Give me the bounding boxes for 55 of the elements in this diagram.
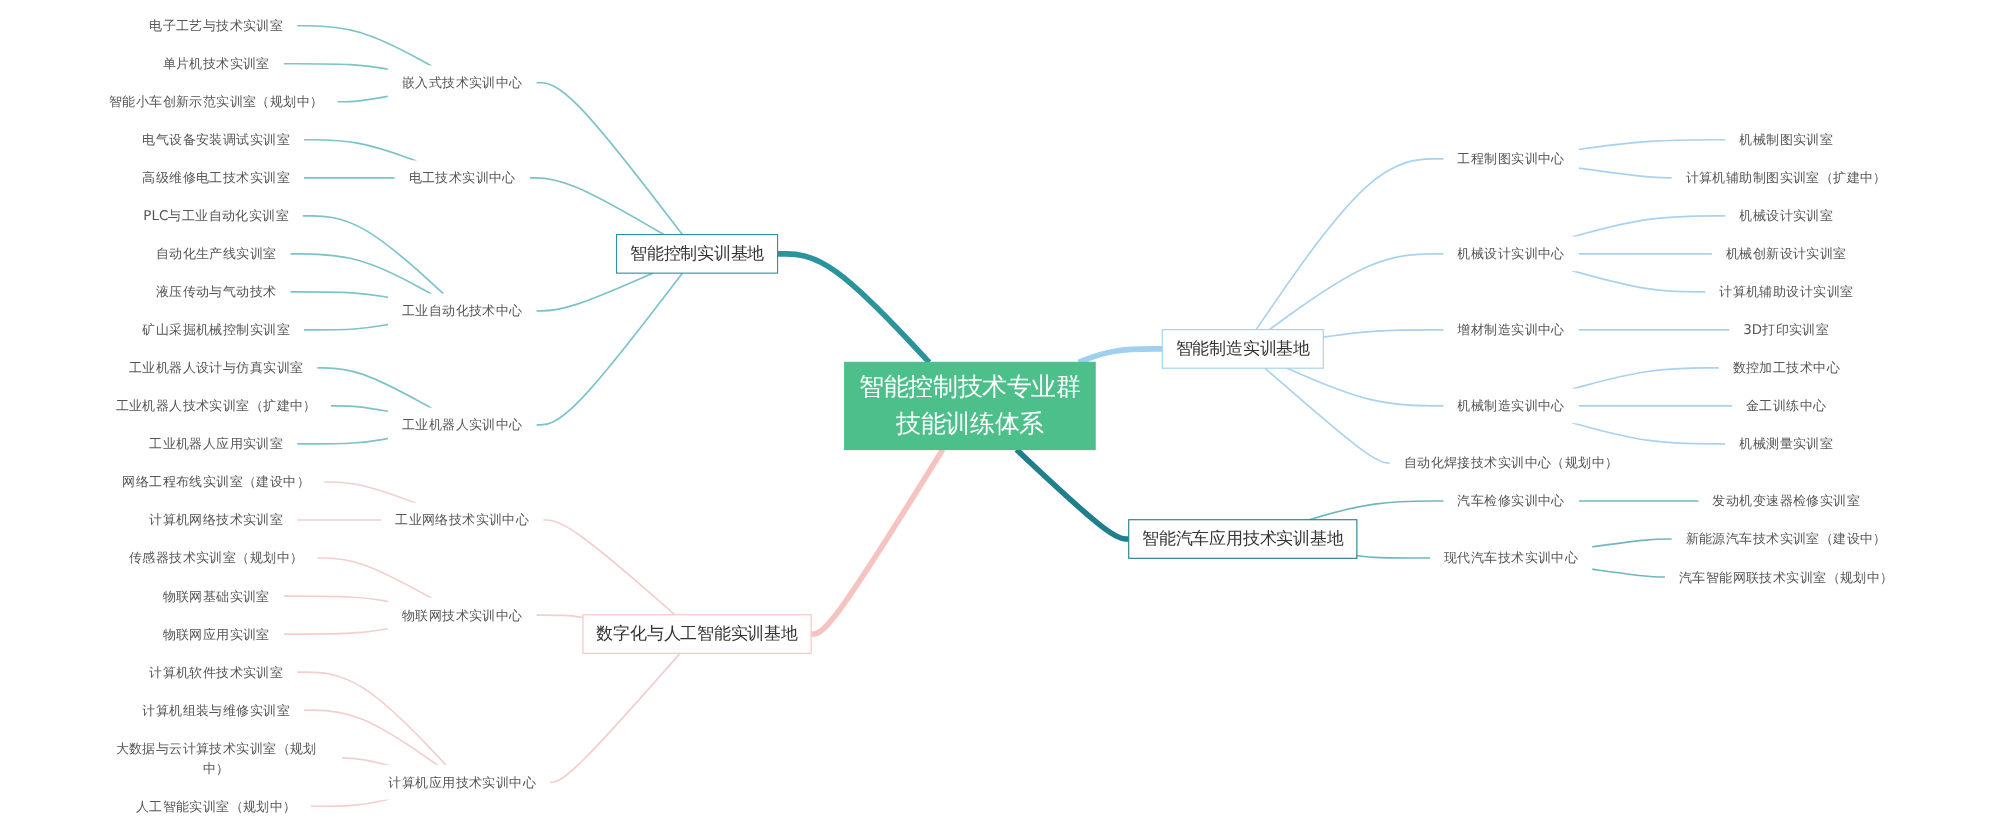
connector xyxy=(295,437,390,445)
node-box: 智能控制技术专业群技能训练体系 xyxy=(844,361,1096,451)
connector xyxy=(289,253,433,295)
node-box: 数字化与人工智能实训基地 xyxy=(582,614,812,654)
connector xyxy=(302,709,439,767)
connector xyxy=(1356,554,1432,559)
connector xyxy=(541,519,676,616)
connector xyxy=(282,627,390,635)
connector xyxy=(1264,367,1392,464)
connector xyxy=(1577,500,1700,502)
connector xyxy=(336,95,390,103)
connector xyxy=(322,481,418,505)
connector xyxy=(1308,500,1445,521)
connector xyxy=(1590,538,1674,548)
connector xyxy=(1577,138,1727,151)
connector xyxy=(1571,269,1707,293)
node-box: 智能控制实训基地 xyxy=(616,234,779,274)
connector xyxy=(1322,329,1445,339)
connector xyxy=(777,251,932,365)
connector xyxy=(535,614,584,619)
connector xyxy=(1577,405,1734,407)
connector xyxy=(1286,367,1445,407)
connector xyxy=(1255,157,1445,331)
node-box: 智能汽车应用技术实训基地 xyxy=(1128,519,1358,559)
connector xyxy=(302,138,418,162)
connector xyxy=(1268,253,1445,331)
connector xyxy=(301,215,445,295)
connector xyxy=(1590,568,1667,578)
connector xyxy=(1571,367,1720,390)
connector xyxy=(1571,421,1727,445)
connector xyxy=(548,652,681,784)
connector xyxy=(295,24,433,67)
connector xyxy=(1577,329,1731,331)
connector xyxy=(340,757,391,767)
connector xyxy=(811,448,946,637)
connector xyxy=(282,62,390,71)
connector xyxy=(1014,447,1129,542)
connector xyxy=(295,671,448,767)
connector xyxy=(535,272,684,426)
connector xyxy=(1577,167,1674,179)
connector xyxy=(316,367,433,409)
connector xyxy=(528,176,665,236)
connector xyxy=(282,595,390,603)
connector xyxy=(329,405,390,413)
connector xyxy=(316,557,433,600)
connector xyxy=(289,291,390,299)
connector xyxy=(1077,346,1163,365)
connector xyxy=(535,272,654,312)
connector xyxy=(1571,215,1727,238)
node-box: 智能制造实训基地 xyxy=(1161,329,1324,369)
connector xyxy=(535,81,684,236)
connector xyxy=(302,176,396,179)
connector xyxy=(1577,253,1714,255)
connector xyxy=(295,519,383,521)
connector xyxy=(302,323,390,331)
